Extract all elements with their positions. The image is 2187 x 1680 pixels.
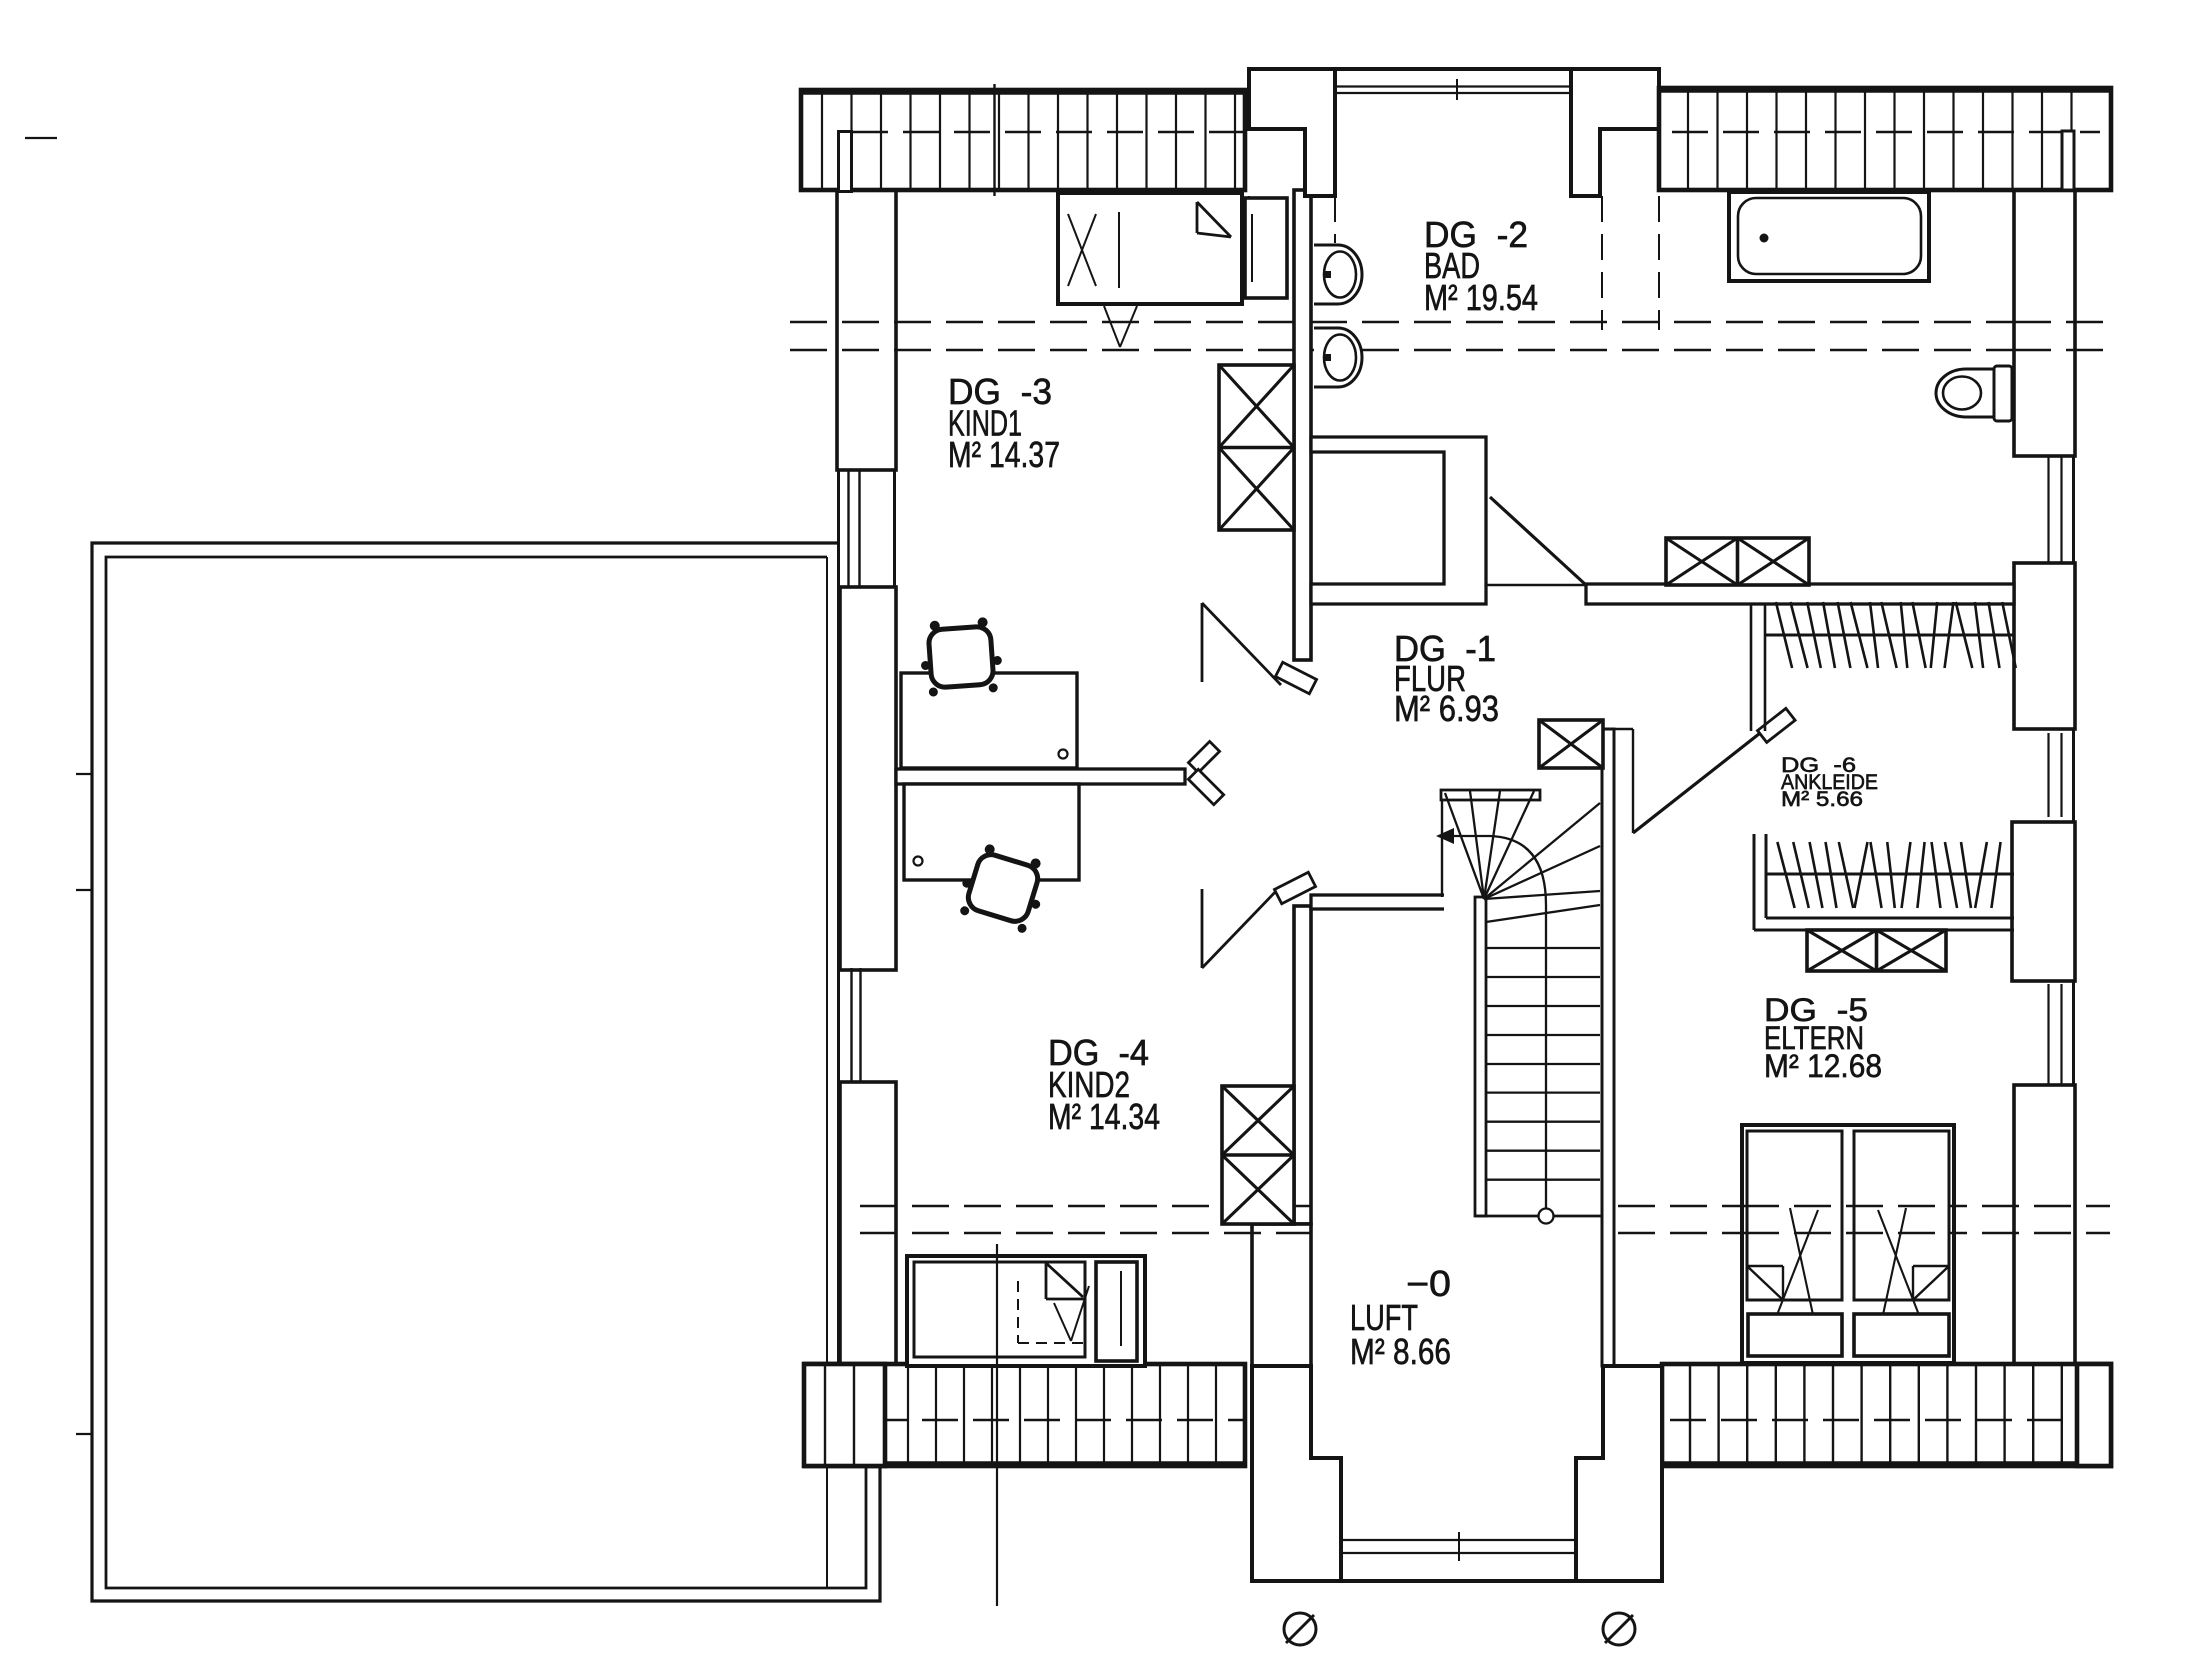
svg-text:M² 12.68: M² 12.68 [1764,1048,1882,1084]
svg-text:DG -5: DG -5 [1764,992,1868,1028]
svg-text:M² 6.93: M² 6.93 [1394,688,1499,729]
svg-text:M² 8.66: M² 8.66 [1350,1331,1451,1372]
svg-text:KIND1: KIND1 [948,403,1022,444]
svg-text:ELTERN: ELTERN [1764,1020,1864,1056]
svg-text:LUFT: LUFT [1350,1297,1418,1338]
svg-text:−0: −0 [1406,1263,1451,1304]
svg-text:DG -2: DG -2 [1424,214,1528,255]
svg-text:M² 19.54: M² 19.54 [1424,277,1538,318]
svg-text:DG -3: DG -3 [948,371,1052,412]
svg-text:KIND2: KIND2 [1048,1064,1130,1105]
svg-text:DG -4: DG -4 [1048,1032,1149,1073]
svg-text:M² 14.34: M² 14.34 [1048,1096,1160,1137]
svg-text:DG -6: DG -6 [1781,753,1856,777]
svg-text:M² 14.37: M² 14.37 [948,434,1060,475]
svg-text:M² 5.66: M² 5.66 [1781,787,1863,811]
svg-text:FLUR: FLUR [1394,658,1466,699]
svg-text:DG -1: DG -1 [1394,628,1496,669]
svg-text:ANKLEIDE: ANKLEIDE [1781,770,1878,794]
svg-text:BAD: BAD [1424,245,1480,286]
